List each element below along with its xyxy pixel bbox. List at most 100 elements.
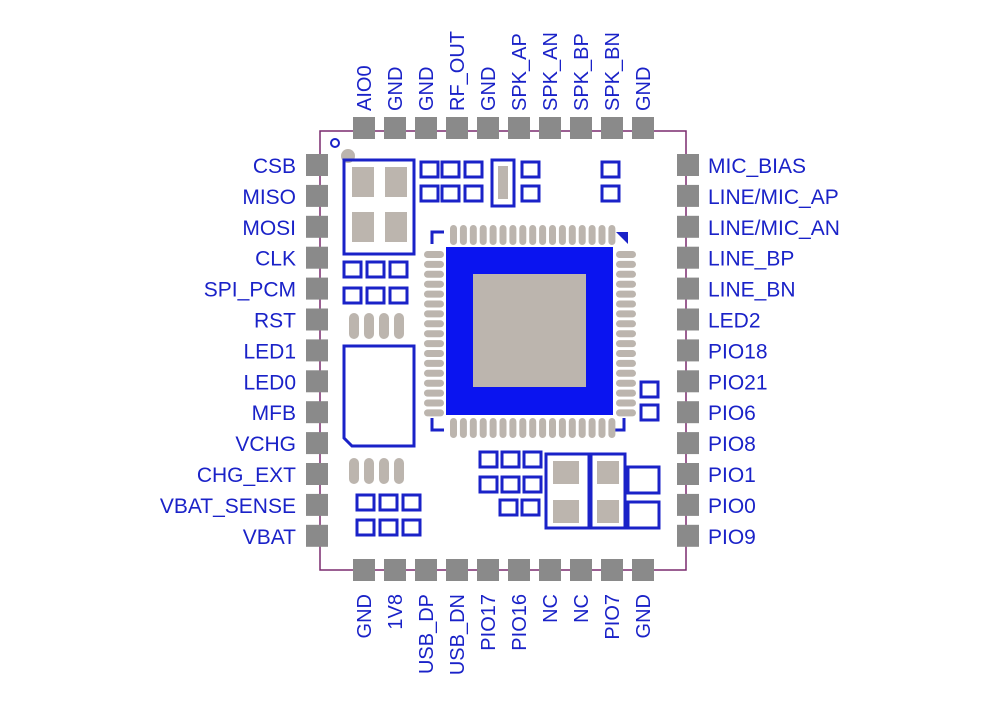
ic-pin [558, 225, 566, 245]
ic-pin [616, 280, 636, 288]
ic-pin [598, 225, 606, 245]
pin-pad-top [477, 117, 499, 139]
pin-label-left: MOSI [242, 217, 296, 240]
ic-pin [519, 225, 527, 245]
ic-pin [499, 418, 507, 438]
bottom-right-large-pads [544, 452, 627, 530]
pin-pad-top [508, 117, 530, 139]
ic-pin [424, 330, 444, 338]
ic-pin [539, 225, 547, 245]
pin-label-left: SPI_PCM [204, 279, 296, 302]
ic-pin [424, 399, 444, 407]
pin-label-right: PIO8 [708, 433, 756, 456]
pin-pad-bottom [508, 559, 530, 581]
pin-label-bottom: USB_DN [447, 594, 469, 675]
pin-label-left: VBAT_SENSE [160, 495, 296, 518]
ic-pin [459, 418, 467, 438]
pin-label-left: CLK [255, 248, 296, 271]
pin-label-top: SPK_AN [540, 32, 562, 111]
pin-pad-bottom [632, 559, 654, 581]
top-passives [419, 158, 621, 208]
pin-label-bottom: GND [633, 594, 655, 638]
ic-pin [578, 418, 586, 438]
ic-pin [489, 225, 497, 245]
ic-pin [424, 379, 444, 387]
pin-label-bottom: PIO7 [602, 594, 624, 640]
ic-pin [424, 350, 444, 357]
left-passives [342, 260, 409, 305]
crystal-pad [498, 166, 508, 199]
pin-label-right: PIO1 [708, 464, 756, 487]
pin-label-left: MFB [252, 402, 296, 425]
pin-pad-right [677, 154, 699, 176]
ic-pin [424, 270, 444, 278]
pin-pad-top [415, 117, 437, 139]
bottom-left-passives [355, 493, 422, 537]
pin-label-top: SPK_BP [571, 33, 593, 111]
pin-label-right: PIO0 [708, 495, 756, 518]
pin-pad-top [446, 117, 468, 139]
pin-pad-left [306, 154, 328, 176]
ic-pin [529, 418, 537, 438]
pin-label-top: SPK_BN [602, 32, 624, 111]
pin-label-right: MIC_BIAS [708, 155, 806, 178]
ic-pin [459, 225, 467, 245]
pin-pad-left [306, 401, 328, 424]
pin-pad-top [570, 117, 592, 139]
quad-pad-component [342, 158, 416, 256]
ic-pin [608, 418, 616, 438]
left-oval-pads-lower [349, 458, 404, 484]
pin-label-left: LED0 [243, 371, 296, 394]
pin-pad-right [677, 184, 699, 207]
ic-die-pad [473, 274, 586, 387]
ic-pin [616, 389, 636, 397]
pin-pad-right [677, 463, 699, 485]
ic-pin [424, 251, 444, 258]
pin-label-right: PIO21 [708, 371, 768, 394]
ic-pin [588, 418, 596, 438]
ic-pin [578, 225, 586, 245]
ic-pin [424, 389, 444, 397]
pin-pad-top [539, 117, 561, 139]
pin-pad-left [306, 184, 328, 207]
ic-pin [424, 310, 444, 318]
pin-label-left: VCHG [235, 433, 296, 456]
main-ic [424, 225, 636, 438]
pin-pad-bottom [601, 559, 623, 581]
pin-pad-left [306, 524, 328, 547]
pin-pad-left [306, 432, 328, 455]
pin-pad-top [632, 117, 654, 139]
pin-label-left: LED1 [243, 340, 296, 363]
ic-pin [588, 225, 596, 245]
pin-label-left: RST [254, 310, 296, 333]
pin-label-bottom: GND [354, 594, 376, 638]
ic-pin [616, 320, 636, 328]
ic-pin [424, 409, 444, 417]
ic-pin [616, 251, 636, 258]
pin-label-left: MISO [242, 186, 296, 209]
ic-pin [469, 418, 477, 438]
pin-pad-bottom [446, 559, 468, 581]
ic-pin [558, 418, 566, 438]
ic-pin [509, 225, 517, 245]
pin-pad-right [677, 401, 699, 424]
pin1-marker [330, 138, 340, 148]
ic-pin [424, 290, 444, 298]
ic-pin [529, 225, 537, 245]
pin-pad-left [306, 463, 328, 485]
ic-pin [616, 340, 636, 348]
pin-label-bottom: NC [540, 594, 562, 623]
ic-pin [450, 225, 457, 245]
pin-label-right: PIO6 [708, 402, 756, 425]
pin-label-right: PIO18 [708, 340, 768, 363]
ic-pin [509, 418, 517, 438]
pin-pad-right [677, 524, 699, 547]
pin-pad-left [306, 339, 328, 362]
pin-label-top: SPK_AP [509, 33, 531, 111]
ic-pin [424, 280, 444, 288]
ic-pin [539, 418, 547, 438]
ic-pin [469, 225, 477, 245]
pin-pad-top [601, 117, 623, 139]
pin-pad-right [677, 215, 699, 238]
pin-label-bottom: NC [571, 594, 593, 623]
